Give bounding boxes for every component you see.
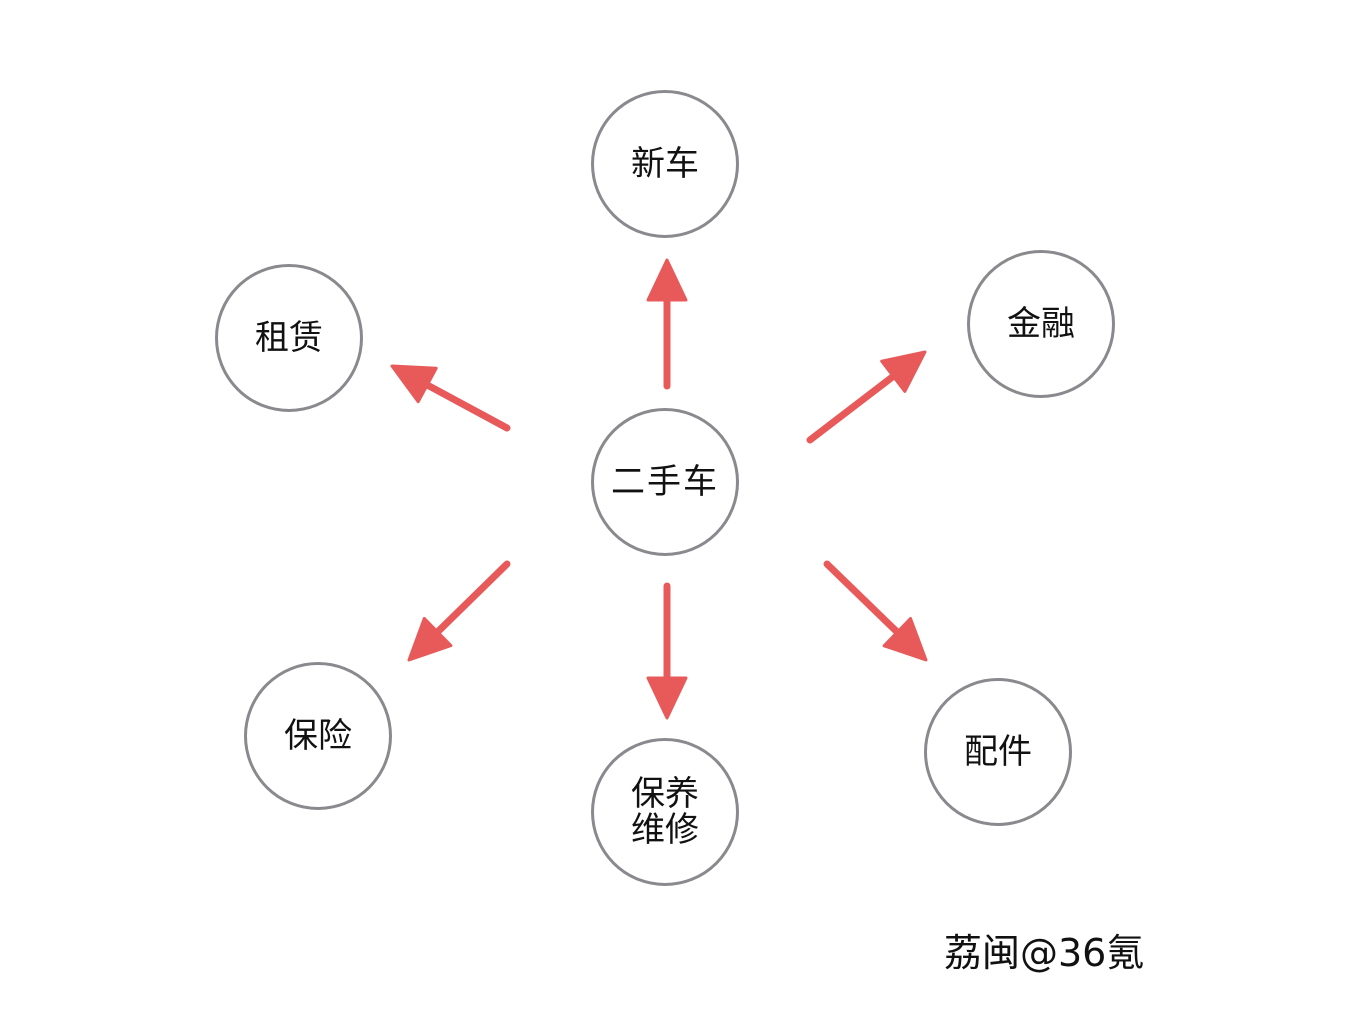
center-node-label: 二手车 [611, 462, 719, 502]
node-insurance: 保险 [244, 662, 392, 810]
node-parts-label: 配件 [964, 732, 1032, 772]
author-credit: 荔闽@36氪 [944, 931, 1145, 975]
arrow-to-finance-shaft [806, 370, 900, 444]
node-finance: 金融 [967, 250, 1115, 398]
node-new-car-label: 新车 [631, 144, 699, 184]
arrow-to-insurance [407, 560, 511, 662]
node-parts: 配件 [924, 678, 1072, 826]
node-maintenance: 保养 维修 [591, 738, 739, 886]
arrow-to-parts-shaft [823, 560, 904, 639]
arrow-to-leasing-shaft [420, 379, 511, 432]
arrow-to-parts-head [882, 617, 928, 662]
node-leasing: 租赁 [215, 264, 363, 412]
arrow-to-maintenance [646, 582, 688, 720]
arrow-to-insurance-head [407, 616, 453, 662]
node-leasing-label: 租赁 [255, 318, 323, 358]
arrow-to-finance-head [880, 350, 927, 393]
arrow-to-leasing-head [390, 364, 438, 404]
arrow-to-new-car-head [646, 258, 688, 302]
arrow-to-insurance-shaft [431, 560, 511, 639]
node-finance-label: 金融 [1007, 304, 1075, 344]
arrow-to-maintenance-head [646, 676, 688, 720]
node-maintenance-label: 保养 维修 [631, 774, 699, 850]
node-insurance-label: 保险 [284, 716, 352, 756]
arrow-to-parts [823, 560, 928, 662]
center-node-used-car: 二手车 [591, 408, 739, 556]
arrow-to-leasing [390, 364, 511, 432]
node-new-car: 新车 [591, 90, 739, 238]
arrow-to-finance [806, 350, 927, 444]
arrow-to-new-car [646, 258, 688, 390]
